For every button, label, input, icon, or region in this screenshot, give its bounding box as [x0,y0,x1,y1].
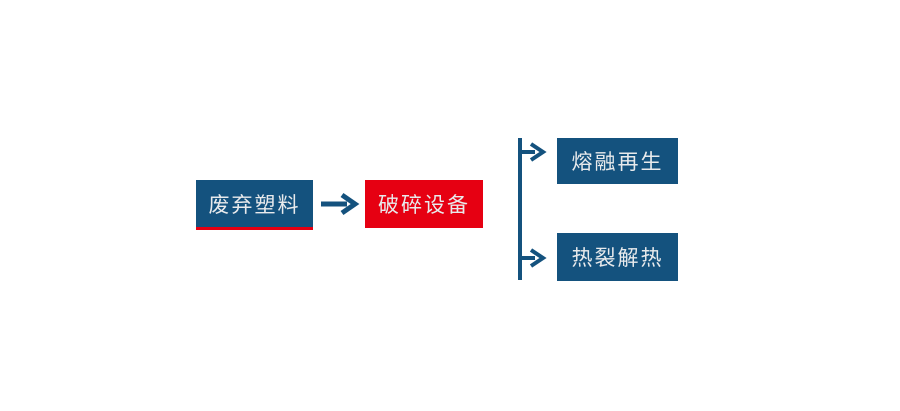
branch-connector-icon [518,138,547,280]
node-thermal-pyrolysis-label: 热裂解热 [571,247,664,270]
node-melt-regeneration: 熔融再生 [557,138,678,184]
node-melt-regeneration-label: 熔融再生 [571,151,664,174]
node-crushing-equipment: 破碎设备 [365,180,483,228]
arrow-right-icon [321,192,360,216]
node-crushing-equipment-label: 破碎设备 [378,194,470,217]
node-thermal-pyrolysis: 热裂解热 [557,233,678,281]
node-waste-plastic-label: 废弃塑料 [208,193,301,217]
node-waste-plastic: 废弃塑料 [196,180,313,230]
